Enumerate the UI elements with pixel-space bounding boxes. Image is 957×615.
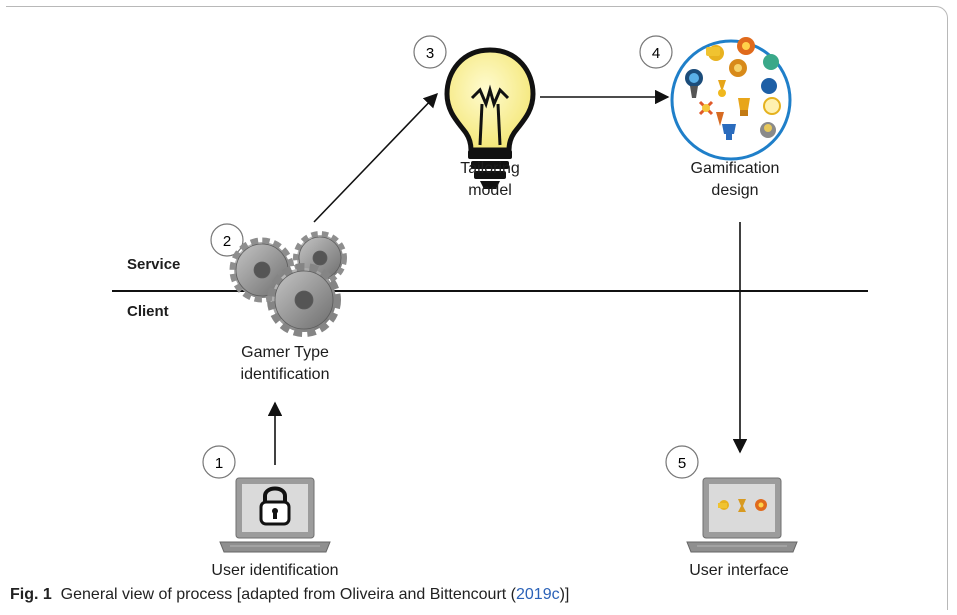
step-2-label-line1: Gamer Type bbox=[241, 344, 329, 361]
step-1-label: User identification bbox=[211, 562, 339, 579]
step-3-label-line1: Tailoring bbox=[460, 160, 520, 177]
step-number-3: 3 bbox=[413, 35, 447, 69]
step-2-label: Gamer Type identification bbox=[210, 342, 360, 386]
step-number-4: 4 bbox=[639, 35, 673, 69]
step-4-label-line1: Gamification bbox=[690, 160, 780, 177]
light-bulb-icon bbox=[444, 47, 536, 189]
caption-end: )] bbox=[559, 586, 570, 603]
client-layer-label: Client bbox=[127, 303, 169, 320]
step-2-label-line2: identification bbox=[240, 366, 330, 383]
step-4-label-line2: design bbox=[711, 182, 759, 199]
service-layer-label: Service bbox=[127, 256, 181, 273]
step-1-number-text: 1 bbox=[215, 455, 223, 472]
step-4-number-text: 4 bbox=[652, 45, 660, 62]
step-number-2: 2 bbox=[210, 223, 244, 257]
gears-icon bbox=[229, 231, 347, 337]
step-5-label: User interface bbox=[689, 562, 789, 579]
figure-caption: Fig. 1 General view of process [adapted … bbox=[10, 586, 569, 604]
step-number-1: 1 bbox=[202, 445, 236, 479]
step-3-label: Tailoring model bbox=[420, 158, 560, 202]
step-4-label: Gamification design bbox=[660, 158, 810, 202]
gamification-badges-icon bbox=[670, 37, 792, 161]
step-number-5: 5 bbox=[665, 445, 699, 479]
caption-fig-label: Fig. 1 bbox=[10, 586, 52, 603]
step-3-number-text: 3 bbox=[426, 45, 434, 62]
step-3-label-line2: model bbox=[468, 182, 512, 199]
caption-reference-link[interactable]: 2019c bbox=[516, 586, 560, 603]
arrow-2-to-3 bbox=[313, 92, 438, 223]
step-2-number-text: 2 bbox=[223, 233, 231, 250]
step-5-number-text: 5 bbox=[678, 455, 686, 472]
caption-text: General view of process [adapted from Ol… bbox=[60, 586, 516, 603]
laptop-interface-icon bbox=[686, 477, 798, 553]
figure-frame bbox=[6, 6, 948, 610]
laptop-lock-icon bbox=[219, 477, 331, 553]
